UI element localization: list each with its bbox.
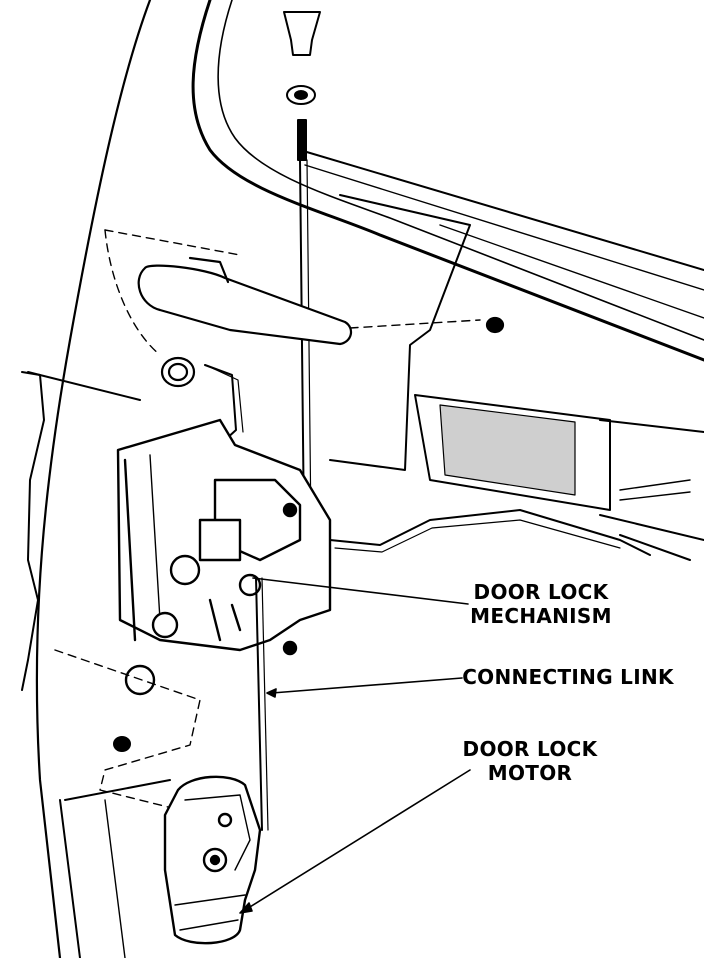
lock-pin-assembly xyxy=(283,11,321,531)
door-shell xyxy=(35,0,704,960)
remote-cable xyxy=(329,509,691,561)
arrow-connecting-link xyxy=(266,688,277,698)
label-door-lock-motor-line1: DOOR LOCK xyxy=(462,737,598,761)
inner-door-panel xyxy=(329,194,704,541)
leader-connecting-link xyxy=(271,677,463,694)
arrow-motor xyxy=(239,902,253,914)
label-connecting-link: CONNECTING LINK xyxy=(462,665,674,689)
door-lock-mechanism-body xyxy=(116,418,332,696)
label-door-lock-mechanism-line2: MECHANISM xyxy=(470,604,612,628)
door-lock-motor xyxy=(163,775,262,945)
leader-mechanism xyxy=(252,577,469,605)
label-door-lock-motor: DOOR LOCK MOTOR xyxy=(456,737,604,785)
label-door-lock-mechanism: DOOR LOCK MECHANISM xyxy=(466,580,616,628)
lower-door-panel xyxy=(54,649,201,959)
label-door-lock-motor-line2: MOTOR xyxy=(487,761,573,785)
connecting-link xyxy=(255,577,269,831)
leader-motor xyxy=(244,769,471,911)
leader-lines xyxy=(239,577,471,914)
label-door-lock-mechanism-line1: DOOR LOCK xyxy=(473,580,609,604)
outside-door-handle xyxy=(104,229,505,388)
